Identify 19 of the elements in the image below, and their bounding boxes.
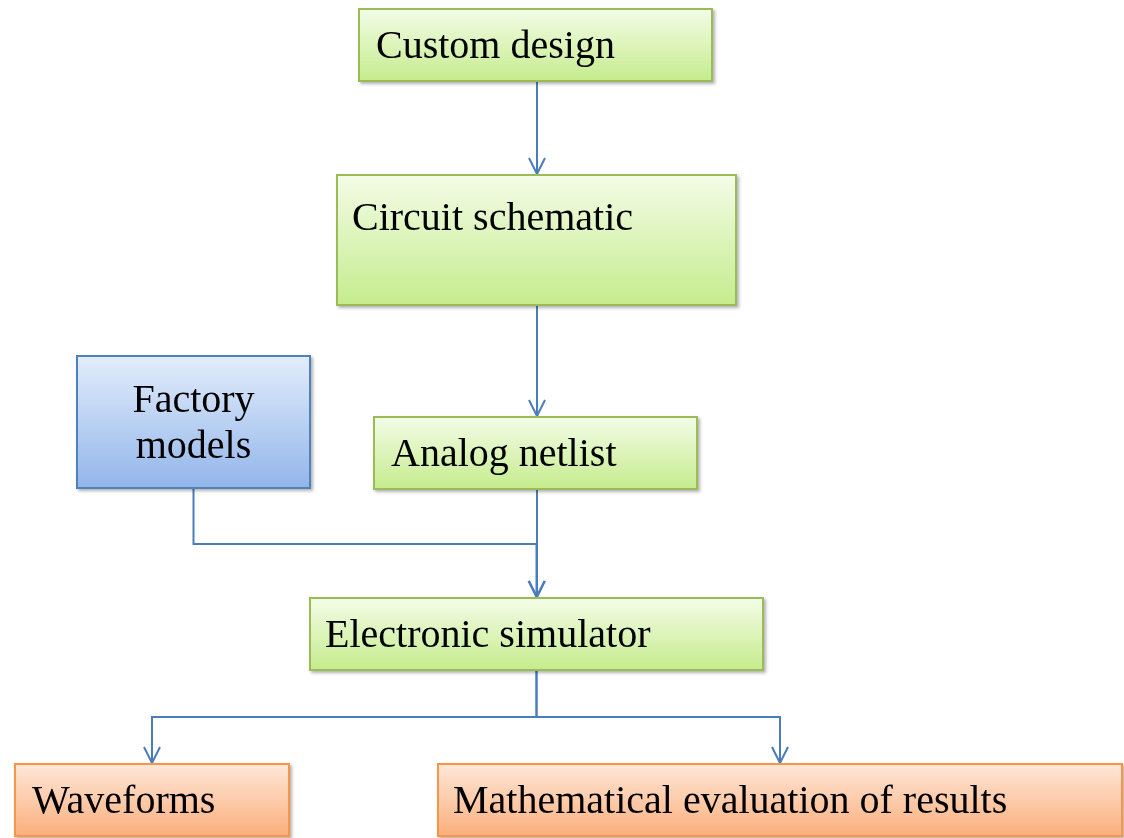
arrow xyxy=(528,81,546,175)
arrow xyxy=(535,670,789,764)
node-label: Analog netlist xyxy=(391,430,617,476)
node-label: Circuit schematic xyxy=(352,194,633,240)
process-box xyxy=(309,597,764,671)
input-box xyxy=(76,355,311,489)
process-box xyxy=(336,174,737,306)
node-label: Electronic simulator xyxy=(325,611,651,657)
arrow xyxy=(528,305,546,417)
output-box xyxy=(437,763,1123,837)
node-label: Waveforms xyxy=(32,777,216,823)
arrow xyxy=(528,489,546,598)
node-label: Mathematical evaluation of results xyxy=(453,777,1008,823)
process-box xyxy=(373,416,698,490)
node-label: Factory models xyxy=(131,376,256,468)
arrow xyxy=(192,488,546,598)
node-label: Custom design xyxy=(376,22,615,68)
output-box xyxy=(14,763,290,837)
process-box xyxy=(358,8,713,82)
